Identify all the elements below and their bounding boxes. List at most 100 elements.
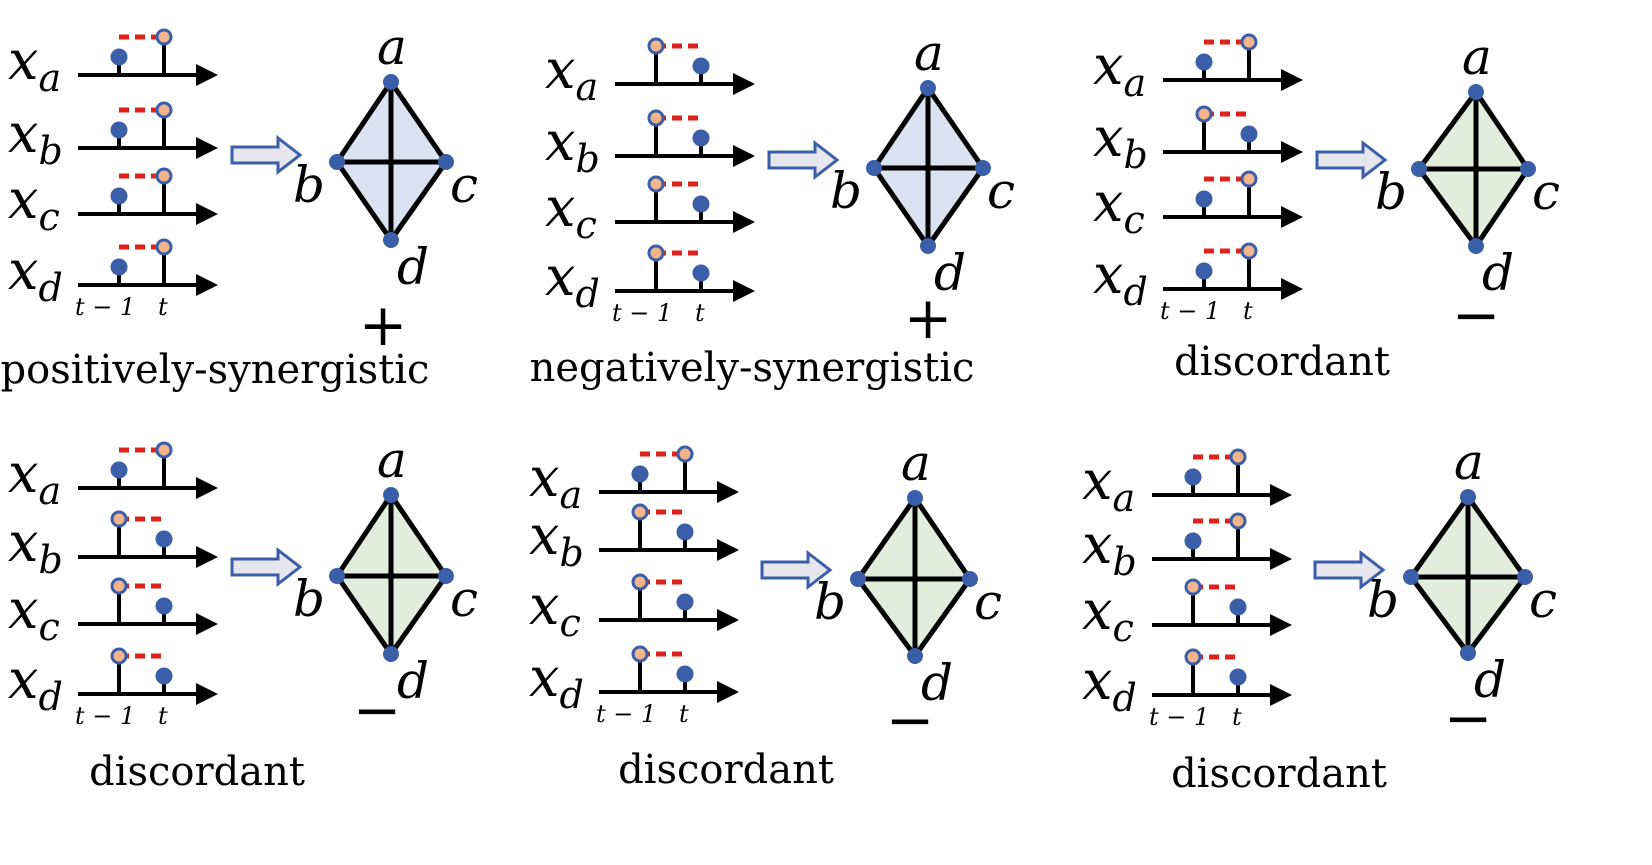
- vertex-label-top: a: [1462, 28, 1492, 86]
- vertex-bottom: [920, 238, 936, 254]
- variable-label-c: xc: [545, 176, 597, 247]
- series-row-d: xd: [8, 238, 218, 310]
- vertex-label-left: b: [293, 156, 325, 214]
- sample-point-prev: [647, 109, 665, 127]
- axis-arrowhead-icon: [733, 145, 755, 167]
- axis-arrowhead-icon: [196, 137, 218, 159]
- vertex-label-top: a: [377, 18, 407, 76]
- sample-point-prev: [647, 244, 665, 262]
- axis-arrowhead-icon: [196, 64, 218, 86]
- sample-point-curr: [676, 665, 694, 683]
- vertex-right: [1520, 161, 1536, 177]
- series-row-b: xb: [545, 109, 755, 181]
- sample-point-prev: [110, 258, 128, 276]
- series-row-c: xc: [1082, 578, 1292, 650]
- transform-arrow-icon: [230, 546, 303, 588]
- sample-point-curr: [676, 523, 694, 541]
- sample-point-curr: [155, 667, 173, 685]
- variable-label-a: xa: [8, 442, 61, 513]
- vertex-right: [1517, 569, 1533, 585]
- time-label-curr: t: [679, 700, 689, 728]
- sample-point-prev: [1184, 648, 1202, 666]
- variable-label-d: xd: [529, 646, 584, 717]
- sample-point-curr: [1229, 448, 1247, 466]
- vertex-left: [866, 160, 882, 176]
- vertex-label-left: b: [1375, 163, 1407, 221]
- sample-point-curr: [1229, 598, 1247, 616]
- variable-label-a: xa: [529, 446, 582, 517]
- panel-caption: negatively-synergistic: [530, 345, 975, 391]
- vertex-label-left: b: [814, 573, 846, 631]
- series-row-b: xb: [8, 101, 218, 173]
- axis-arrowhead-icon: [733, 211, 755, 233]
- sample-point-prev: [110, 577, 128, 595]
- series-row-d: xd: [1093, 242, 1303, 314]
- vertex-label-right: c: [450, 570, 478, 628]
- vertex-left: [329, 568, 345, 584]
- time-label-prev: t − 1: [1160, 297, 1220, 325]
- series-row-d: xd: [529, 645, 739, 717]
- series-row-c: xc: [545, 175, 755, 247]
- vertex-label-bottom: d: [921, 654, 953, 712]
- transform-arrow-icon: [1313, 549, 1386, 591]
- series-row-c: xc: [529, 573, 739, 645]
- sample-point-prev: [631, 465, 649, 483]
- sample-point-curr: [692, 264, 710, 282]
- time-label-curr: t: [158, 702, 168, 730]
- vertex-bottom: [1468, 238, 1484, 254]
- vertex-top: [383, 74, 399, 90]
- time-label-prev: t − 1: [596, 700, 656, 728]
- time-label-curr: t: [158, 293, 168, 321]
- axis-arrowhead-icon: [196, 477, 218, 499]
- series-row-b: xb: [1093, 105, 1303, 177]
- panel-caption: discordant: [89, 749, 305, 795]
- variable-label-d: xd: [8, 239, 63, 310]
- transform-arrow-icon: [230, 134, 303, 176]
- vertex-top: [920, 80, 936, 96]
- sample-point-curr: [1240, 170, 1258, 188]
- series-row-a: xa: [1093, 33, 1303, 105]
- vertex-top: [1468, 84, 1484, 100]
- vertex-bottom: [907, 648, 923, 664]
- series-row-d: xd: [545, 244, 755, 316]
- series-row-a: xa: [1082, 448, 1292, 520]
- axis-arrowhead-icon: [1281, 69, 1303, 91]
- variable-label-b: xb: [8, 511, 63, 582]
- time-label-curr: t: [1232, 703, 1242, 731]
- sample-point-curr: [676, 445, 694, 463]
- vertex-bottom: [1460, 645, 1476, 661]
- panel-caption: discordant: [1171, 751, 1387, 797]
- axis-arrowhead-icon: [196, 203, 218, 225]
- sample-point-curr: [1240, 242, 1258, 260]
- series-row-a: xa: [8, 441, 218, 513]
- sample-point-prev: [1184, 468, 1202, 486]
- series-row-a: xa: [8, 28, 218, 100]
- series-row-a: xa: [529, 445, 739, 517]
- sample-point-curr: [155, 28, 173, 46]
- vertex-left: [329, 154, 345, 170]
- correlation-sign: −: [1444, 684, 1493, 752]
- vertex-label-bottom: d: [397, 238, 429, 296]
- correlation-sign: +: [359, 291, 408, 359]
- variable-label-d: xd: [8, 648, 63, 719]
- sample-point-prev: [110, 510, 128, 528]
- time-label-prev: t − 1: [75, 702, 135, 730]
- transform-arrow-icon: [760, 549, 833, 591]
- vertex-label-top: a: [914, 24, 944, 82]
- axis-arrowhead-icon: [1270, 484, 1292, 506]
- axis-arrowhead-icon: [196, 613, 218, 635]
- vertex-label-bottom: d: [397, 652, 429, 710]
- axis-arrowhead-icon: [717, 481, 739, 503]
- variable-label-b: xb: [529, 504, 584, 575]
- sample-point-prev: [1184, 532, 1202, 550]
- sample-point-curr: [155, 441, 173, 459]
- sample-point-prev: [110, 48, 128, 66]
- vertex-label-right: c: [1529, 571, 1557, 629]
- vertex-label-right: c: [450, 156, 478, 214]
- sample-point-prev: [631, 503, 649, 521]
- axis-arrowhead-icon: [1270, 614, 1292, 636]
